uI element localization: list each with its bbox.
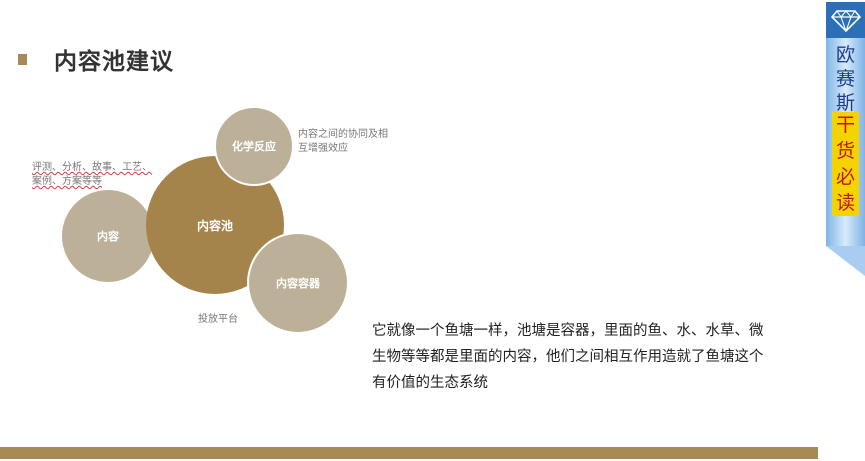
content-pool-label: 内容池 (196, 218, 233, 233)
footer-bar (0, 447, 818, 459)
chemistry-label: 化学反应 (232, 140, 276, 153)
content-circle: 内容 (62, 190, 154, 282)
ribbon-char-du: 读 (832, 190, 859, 216)
content-examples-line-2: 案例、方案等等 (32, 176, 102, 187)
synergy-note-line-1: 内容之间的协同及相 (298, 129, 388, 140)
analogy-line-2: 生物等等都是里面的内容，他们之间相互作用造就了鱼塘这个 (372, 349, 764, 365)
ribbon-char-si: 斯 (835, 92, 855, 114)
brand-ribbon: 欧 赛 斯 干 货 必 读 (826, 0, 865, 280)
title-bullet (18, 54, 27, 65)
content-examples-note: 评测、分析、故事、工艺、 案例、方案等等 (32, 161, 162, 189)
ribbon-char-gan: 干 (832, 112, 859, 138)
ribbon-char-sai: 赛 (835, 68, 855, 90)
platform-note: 投放平台 (198, 314, 238, 325)
synergy-note-line-2: 互增强效应 (298, 143, 348, 154)
ribbon-tail (826, 246, 865, 276)
chemistry-circle: 化学反应 (214, 106, 294, 186)
page-title: 内容池建议 (54, 49, 174, 75)
ribbon-header (826, 2, 865, 38)
content-examples-line-1: 评测、分析、故事、工艺、 (32, 162, 152, 173)
ribbon-char-ou: 欧 (835, 44, 855, 66)
container-label: 内容容器 (276, 277, 320, 290)
analogy-line-3: 有价值的生态系统 (372, 375, 488, 391)
analogy-paragraph: 它就像一个鱼塘一样，池塘是容器，里面的鱼、水、水草、微 生物等等都是里面的内容，… (372, 318, 792, 396)
container-circle: 内容容器 (247, 232, 349, 334)
ribbon-char-huo: 货 (832, 138, 859, 164)
diamond-icon (830, 10, 861, 32)
synergy-note: 内容之间的协同及相 互增强效应 (298, 128, 408, 156)
analogy-line-1: 它就像一个鱼塘一样，池塘是容器，里面的鱼、水、水草、微 (372, 323, 764, 339)
content-circle-label: 内容 (97, 230, 119, 243)
ribbon-char-bi: 必 (832, 164, 859, 190)
